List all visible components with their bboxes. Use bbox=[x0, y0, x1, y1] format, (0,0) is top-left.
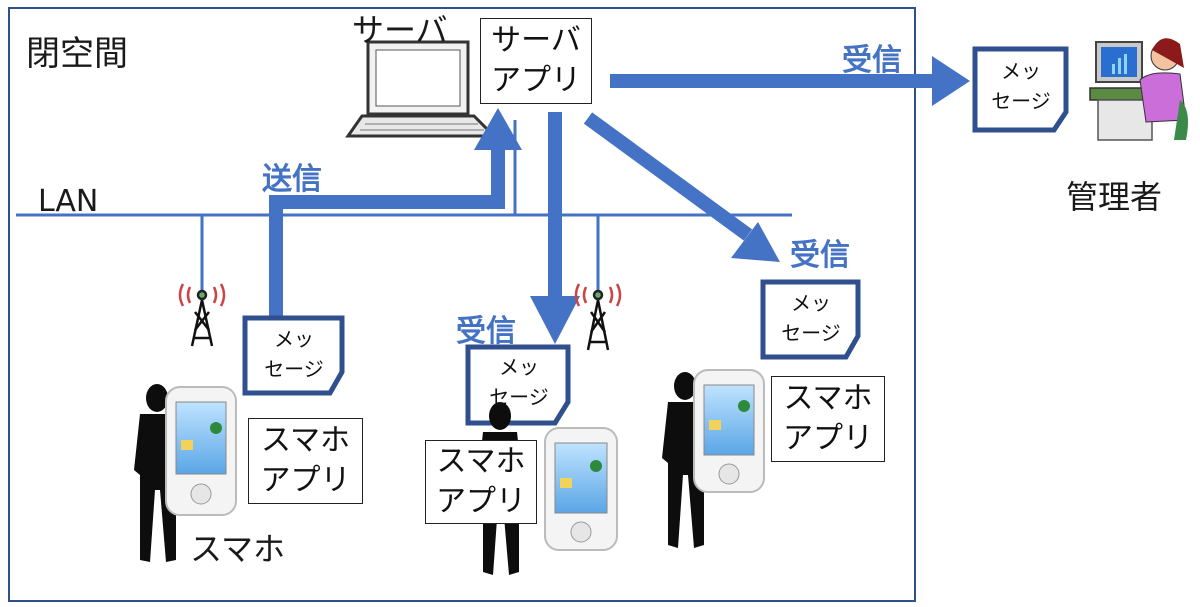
message-left-line2: セージ bbox=[264, 357, 324, 381]
mid-receive-arrow bbox=[548, 112, 562, 298]
phone-app-left-line2: アプリ bbox=[260, 463, 351, 498]
message-admin: メッ セージ bbox=[980, 56, 1062, 116]
message-middle: メッ セージ bbox=[474, 352, 564, 412]
send-arrowhead bbox=[474, 108, 522, 150]
message-middle-line2: セージ bbox=[489, 385, 549, 409]
message-right-line1: メッ bbox=[791, 291, 831, 315]
phone-app-box-left: スマホ アプリ bbox=[248, 418, 363, 504]
phone-app-left-line1: スマホ bbox=[260, 423, 351, 458]
smartphone-middle-icon bbox=[544, 427, 618, 551]
closed-space-label: 閉空間 bbox=[26, 34, 128, 74]
message-admin-line1: メッ bbox=[1001, 59, 1041, 83]
antenna-right-icon bbox=[574, 283, 622, 351]
server-app-line1: サーバ bbox=[491, 23, 581, 58]
phone-app-middle-line2: アプリ bbox=[436, 484, 526, 519]
mid-receive-arrowhead bbox=[530, 296, 580, 344]
phone-app-right-line2: アプリ bbox=[783, 421, 873, 456]
admin-receive-arrow bbox=[610, 74, 940, 88]
message-admin-line2: セージ bbox=[991, 89, 1051, 113]
send-label: 送信 bbox=[262, 162, 322, 197]
smartphone-right-icon bbox=[693, 369, 765, 493]
admin-receive-arrowhead bbox=[932, 56, 970, 106]
message-box-shapes bbox=[242, 46, 1069, 426]
phone-label: スマホ bbox=[190, 530, 286, 568]
message-left-line1: メッ bbox=[274, 327, 314, 351]
closed-space-frame bbox=[8, 7, 916, 602]
right-receive-arrow bbox=[583, 112, 753, 241]
admin-label: 管理者 bbox=[1066, 178, 1163, 216]
admin-computer-icon bbox=[1089, 38, 1188, 141]
smartphone-left-icon bbox=[165, 386, 237, 516]
phone-app-box-middle: スマホ アプリ bbox=[425, 440, 537, 524]
lan-network bbox=[16, 120, 792, 290]
lan-label: LAN bbox=[38, 184, 99, 219]
message-middle-line1: メッ bbox=[499, 355, 539, 379]
message-left: メッ セージ bbox=[250, 324, 338, 384]
server-laptop-icon bbox=[345, 40, 498, 138]
right-receive-label: 受信 bbox=[790, 238, 850, 273]
mid-receive-label: 受信 bbox=[456, 314, 516, 349]
phone-app-middle-line1: スマホ bbox=[436, 444, 526, 479]
antenna-left-icon bbox=[178, 283, 226, 347]
message-right-line2: セージ bbox=[781, 321, 841, 345]
right-receive-arrowhead bbox=[731, 222, 780, 262]
server-label: サーバ bbox=[352, 11, 448, 49]
admin-receive-label: 受信 bbox=[842, 43, 902, 78]
phone-app-box-right: スマホ アプリ bbox=[771, 376, 885, 462]
send-arrow bbox=[269, 150, 505, 318]
message-right: メッ セージ bbox=[768, 288, 854, 348]
server-app-box: サーバ アプリ bbox=[480, 18, 592, 104]
server-app-line2: アプリ bbox=[491, 63, 581, 98]
arrows bbox=[269, 56, 970, 344]
phone-app-right-line1: スマホ bbox=[783, 381, 873, 416]
